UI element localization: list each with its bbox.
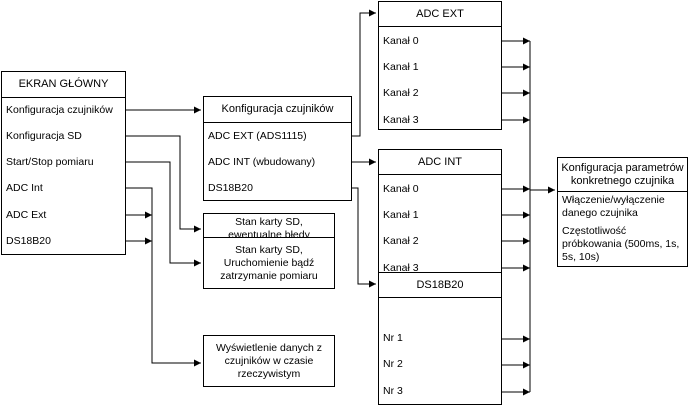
sensor-config-item-adc-int: ADC INT (wbudowany) bbox=[208, 156, 316, 168]
arrow-sd-to-note bbox=[126, 135, 201, 233]
arrow-to-adc-ext bbox=[352, 9, 376, 137]
sensor-config-item-ds18b20: DS18B20 bbox=[208, 182, 253, 194]
adc-ext-channel-2: Kanał 2 bbox=[383, 87, 419, 99]
arrow-adcint-to-live bbox=[126, 187, 201, 367]
adc-ext-channel-3: Kanał 3 bbox=[383, 114, 419, 126]
main-item-start-stop: Start/Stop pomiaru bbox=[6, 156, 94, 168]
ds18b20-sensor-1: Nr 1 bbox=[383, 332, 403, 344]
ds18b20-sensor-3: Nr 3 bbox=[383, 385, 403, 397]
ds18b20-sensor-2: Nr 2 bbox=[383, 358, 403, 370]
main-item-adc-int: ADC Int bbox=[6, 182, 43, 194]
main-item-sd-config: Konfiguracja SD bbox=[6, 130, 82, 142]
sensor-config-box: Konfiguracja czujników ADC EXT (ADS1115)… bbox=[203, 96, 352, 201]
adc-int-title: ADC INT bbox=[379, 150, 501, 175]
adc-ext-channel-1: Kanał 1 bbox=[383, 61, 419, 73]
param-config-box: Konfiguracja parametrów konkretnego czuj… bbox=[557, 157, 688, 267]
adc-ext-title: ADC EXT bbox=[379, 2, 501, 27]
ds18b20-title: DS18B20 bbox=[379, 273, 501, 298]
adc-ext-box: ADC EXT Kanał 0 Kanał 1 Kanał 2 Kanał 3 bbox=[378, 1, 502, 130]
note-live-data: Wyświetlenie danych z czujników w czasie… bbox=[203, 335, 335, 387]
adc-int-channel-3: Kanał 3 bbox=[383, 262, 419, 274]
sensor-config-title: Konfiguracja czujników bbox=[204, 97, 351, 123]
adc-int-channel-2: Kanał 2 bbox=[383, 235, 419, 247]
param-config-title: Konfiguracja parametrów konkretnego czuj… bbox=[558, 158, 687, 192]
arrow-startstop-to-note bbox=[126, 161, 201, 267]
main-item-sensor-config: Konfiguracja czujników bbox=[6, 104, 113, 116]
sensor-config-item-adc-ext: ADC EXT (ADS1115) bbox=[208, 130, 307, 142]
adc-int-channel-0: Kanał 0 bbox=[383, 183, 419, 195]
note-start-stop: Stan karty SD, Uruchomienie bądź zatrzym… bbox=[203, 237, 335, 289]
adc-int-channel-1: Kanał 1 bbox=[383, 209, 419, 221]
main-item-adc-ext: ADC Ext bbox=[6, 209, 47, 221]
arrow-to-ds18b20 bbox=[352, 187, 376, 288]
adc-ext-channel-0: Kanał 0 bbox=[383, 35, 419, 47]
main-item-ds18b20: DS18B20 bbox=[6, 235, 51, 247]
ds18b20-box: DS18B20 Nr 1 Nr 2 Nr 3 bbox=[378, 272, 502, 405]
main-screen-box: EKRAN GŁÓWNY Konfiguracja czujników Konf… bbox=[1, 71, 126, 255]
param-config-sampling: Częstotliwość próbkowania (500ms, 1s, 5s… bbox=[562, 225, 680, 263]
main-screen-title: EKRAN GŁÓWNY bbox=[2, 72, 125, 98]
adc-int-box: ADC INT Kanał 0 Kanał 1 Kanał 2 Kanał 3 bbox=[378, 149, 502, 277]
param-config-enable: Włączenie/wyłączenie danego czujnika bbox=[562, 194, 665, 219]
